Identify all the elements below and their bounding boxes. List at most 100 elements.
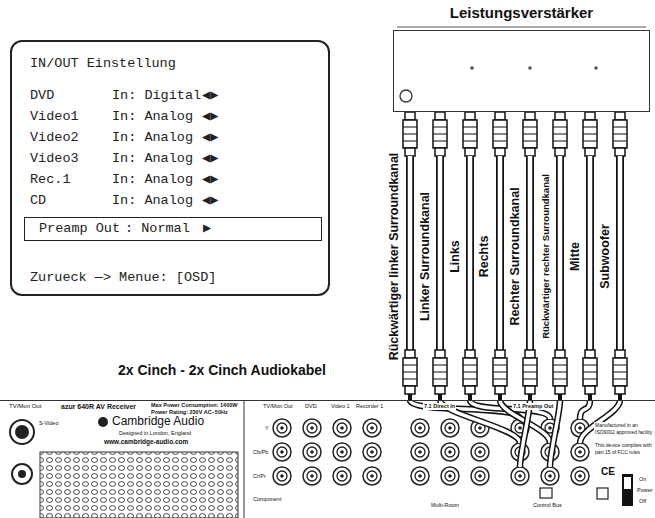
rca-jack xyxy=(578,450,582,454)
rca-plug xyxy=(493,372,507,373)
rca-plug xyxy=(493,379,507,380)
menu-text: In: Digital xyxy=(112,88,201,104)
rca-jack xyxy=(277,471,287,481)
amp-dot xyxy=(594,66,598,70)
rca-jack xyxy=(575,471,585,481)
cable xyxy=(550,400,560,467)
rca-jack xyxy=(367,471,377,481)
rca-plug xyxy=(433,358,447,386)
rca-jack xyxy=(307,447,317,457)
cable xyxy=(496,156,504,350)
rca-plug xyxy=(583,134,597,135)
channel-label: Links xyxy=(448,240,461,273)
cable xyxy=(558,156,563,350)
cinch-cable xyxy=(493,112,507,400)
panel-text: DVD xyxy=(304,403,318,410)
rca-plug xyxy=(585,386,595,394)
power-switch xyxy=(624,477,631,489)
panel-text: 7.1 Direct In xyxy=(423,403,456,410)
panel-text: Component xyxy=(252,496,282,503)
rca-plug xyxy=(613,358,627,386)
rca-jack xyxy=(471,443,489,461)
rca-plug xyxy=(403,120,417,148)
amp-top-edge xyxy=(397,27,646,28)
ventilation-grille xyxy=(40,452,238,518)
panel-text: Cr/Pr xyxy=(252,473,267,480)
panel-text: S-Video xyxy=(38,420,59,427)
panel-text: TV/Mon Out xyxy=(262,403,294,410)
rca-plug xyxy=(583,141,597,142)
rca-plug xyxy=(585,148,595,156)
rca-plug xyxy=(523,127,537,128)
rca-plug xyxy=(615,112,625,120)
rca-plug xyxy=(433,379,447,380)
cable xyxy=(408,156,413,350)
rca-plug xyxy=(553,365,567,366)
rca-plug xyxy=(403,134,417,135)
rca-plug xyxy=(523,372,537,373)
receiver-back-panel: TV/Mon OutS-Videoazur 640R AV ReceiverMa… xyxy=(0,400,655,518)
rca-plug xyxy=(433,127,447,128)
rca-plug xyxy=(613,379,627,380)
rca-plug xyxy=(585,350,595,358)
rca-jack xyxy=(418,474,422,478)
rca-jack xyxy=(448,450,452,454)
panel-text: Cambridge Audio xyxy=(111,415,205,429)
rca-plug xyxy=(523,365,537,366)
rca-plug xyxy=(613,127,627,128)
rca-jack xyxy=(515,471,525,481)
channel-label: Rechter Surroundkanal xyxy=(509,187,522,325)
channel-label: Subwoofer xyxy=(598,224,611,289)
rca-plug xyxy=(403,127,417,128)
rca-jack xyxy=(280,474,284,478)
rca-plug xyxy=(493,127,507,128)
rca-plug xyxy=(433,141,447,142)
rca-jack xyxy=(273,419,291,437)
menu-text: Video3 xyxy=(30,151,79,167)
rca-plug xyxy=(583,372,597,373)
rca-jack xyxy=(415,447,425,457)
rca-plug xyxy=(463,134,477,135)
rca-plug xyxy=(525,112,535,120)
rca-plug xyxy=(523,134,537,135)
rca-jack xyxy=(411,419,429,437)
cable-caption: 2x Cinch - 2x Cinch Audiokabel xyxy=(118,362,326,379)
rca-jack xyxy=(415,471,425,481)
rca-jack xyxy=(363,443,381,461)
rca-plug xyxy=(495,112,505,120)
cinch-cable xyxy=(433,112,447,400)
menu-text: ▶ xyxy=(203,221,211,237)
rca-plug xyxy=(613,120,627,148)
rca-jack xyxy=(273,443,291,461)
cable xyxy=(526,156,534,350)
menu-text: ◀▶ xyxy=(202,151,218,167)
rca-plug xyxy=(463,372,477,373)
rca-jack xyxy=(475,447,485,457)
cable xyxy=(406,156,414,350)
cable xyxy=(556,156,564,350)
cable xyxy=(588,156,593,350)
menu-text: In: Analog xyxy=(112,151,193,167)
panel-text: Off xyxy=(638,498,647,505)
rca-plug xyxy=(463,127,477,128)
menu-text: Video1 xyxy=(30,109,79,125)
rca-jack xyxy=(445,447,455,457)
rca-plug xyxy=(583,127,597,128)
menu-selected-row: Preamp Out: Normal▶ xyxy=(24,217,322,241)
rca-jack xyxy=(418,450,422,454)
channel-label: Rechts xyxy=(478,235,491,277)
rca-jack xyxy=(418,426,422,430)
amp-dot xyxy=(470,66,474,70)
rca-plug xyxy=(403,358,417,386)
rca-plug xyxy=(405,386,415,394)
panel-text: www.cambridge-audio.com xyxy=(103,438,189,446)
rca-plug xyxy=(433,372,447,373)
rca-jack xyxy=(575,447,585,457)
amp-power-led xyxy=(400,90,412,102)
rca-jack xyxy=(367,447,377,457)
rca-jack xyxy=(548,426,552,430)
cinch-cable xyxy=(613,112,627,400)
rca-plug xyxy=(403,379,417,380)
rca-plug xyxy=(613,141,627,142)
cinch-cable xyxy=(463,112,477,400)
